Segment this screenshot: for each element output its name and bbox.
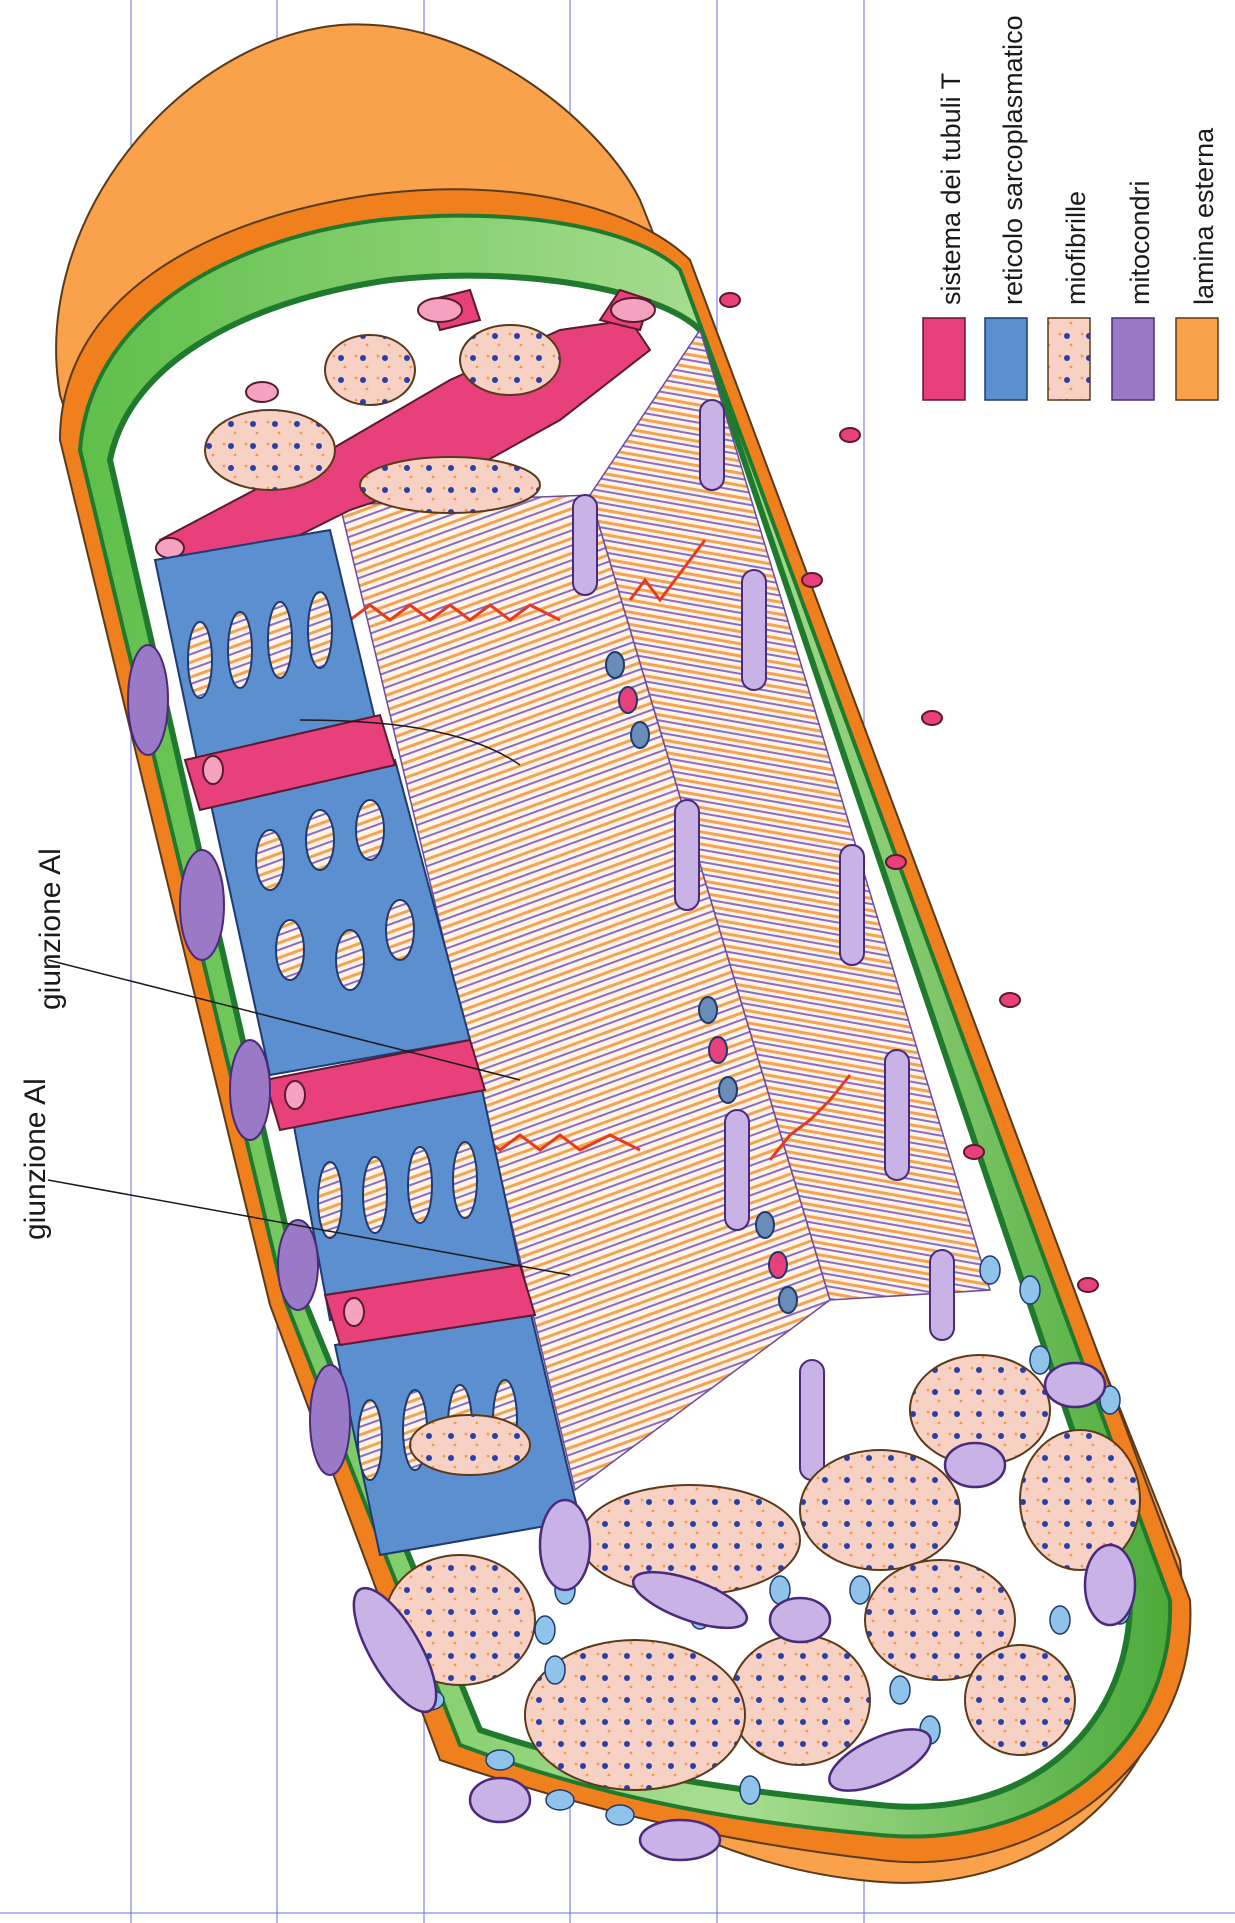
legend-swatch-t-tubules [923,318,965,400]
legend-swatch-myofibrils [1048,318,1090,400]
legend-label-t-tubules: sistema dei tubuli T [936,73,966,305]
legend-item-sr: reticolo sarcoplasmatico [985,15,1028,400]
legend-item-mito: mitocondri [1112,180,1155,400]
legend-label-lamina: lamina esterna [1189,127,1219,305]
annotation-junction-upper: giunzione Al [34,848,67,1010]
legend: sistema dei tubuli T reticolo sarcoplasm… [923,15,1219,400]
legend-swatch-lamina [1176,318,1218,400]
legend-item-t-tubules: sistema dei tubuli T [923,73,966,400]
legend-label-myofibrils: miofibrille [1061,191,1091,305]
legend-item-myofibrils: miofibrille [1048,191,1091,400]
legend-swatch-sr [985,318,1027,400]
legend-label-sr: reticolo sarcoplasmatico [998,15,1028,305]
legend-item-lamina: lamina esterna [1176,127,1219,400]
legend-swatch-mito [1112,318,1154,400]
legend-label-mito: mitocondri [1125,180,1155,305]
annotation-junction-lower: giunzione Al [19,1078,52,1240]
